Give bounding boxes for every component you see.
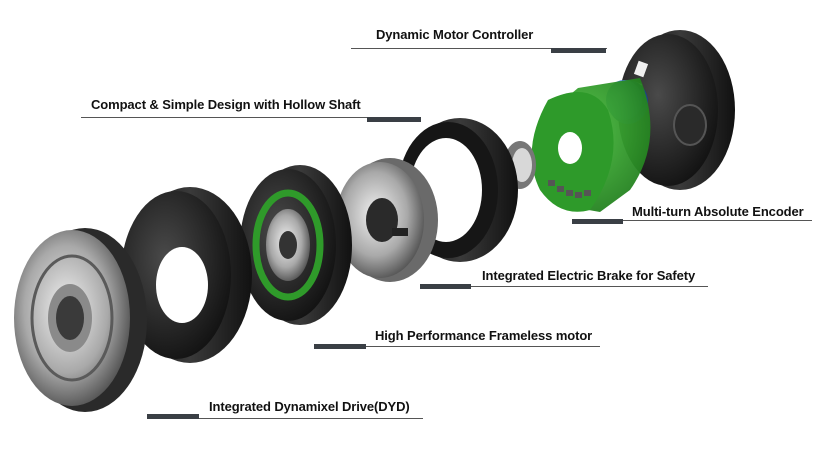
callout-hollow-shaft-label: Compact & Simple Design with Hollow Shaf… — [91, 97, 361, 112]
callout-brake-tab — [420, 284, 471, 289]
brake-disc — [336, 158, 438, 282]
callout-encoder-rule — [572, 220, 812, 221]
callout-drive-rule — [147, 418, 423, 419]
callout-brake-label: Integrated Electric Brake for Safety — [482, 268, 696, 283]
callout-motor-tab — [314, 344, 366, 349]
gear-housing — [121, 187, 252, 363]
callout-drive-tab — [147, 414, 199, 419]
callout-motor-label: High Performance Frameless motor — [375, 328, 593, 343]
callout-drive-label: Integrated Dynamixel Drive(DYD) — [209, 399, 410, 414]
encoder-pcb — [531, 78, 651, 212]
callout-hollow-shaft-tab — [367, 117, 421, 122]
callout-encoder-tab — [572, 219, 623, 224]
callout-controller-rule — [351, 48, 607, 49]
callout-brake-rule — [420, 286, 708, 287]
dynamixel-drive — [14, 228, 147, 412]
callout-motor-rule — [314, 346, 600, 347]
callout-hollow-shaft-rule — [81, 117, 421, 118]
callout-encoder-label: Multi-turn Absolute Encoder — [632, 204, 804, 219]
frameless-motor — [240, 165, 352, 325]
callout-controller-tab — [551, 48, 606, 53]
callout-controller-label: Dynamic Motor Controller — [376, 27, 534, 42]
brake-housing — [398, 118, 518, 262]
